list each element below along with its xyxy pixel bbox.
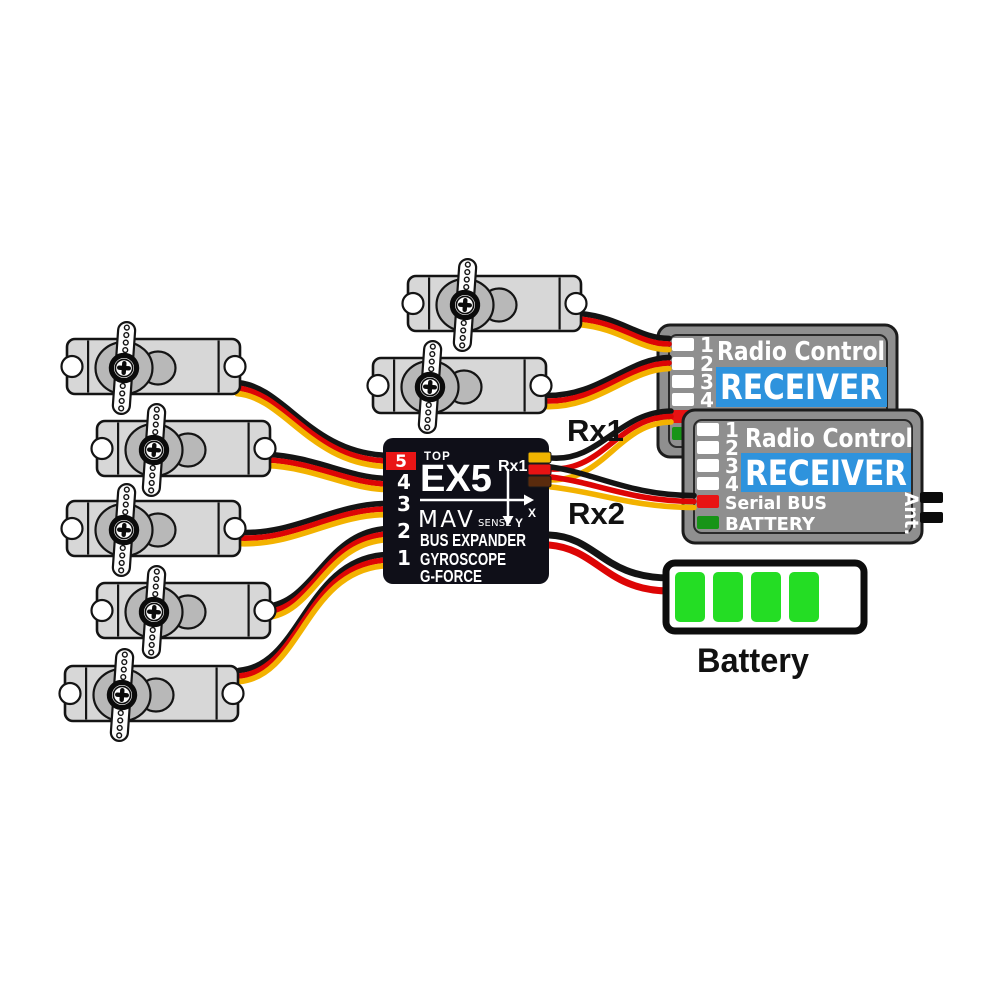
ex5-module: 5 4 3 2 1 TOP EX5 Rx1 X Y MAV SENSE BUS …	[383, 438, 552, 586]
channel-number: 1	[700, 333, 714, 357]
channel-port-1	[672, 338, 694, 351]
ex5-port-number: 5	[395, 452, 407, 472]
receiver-band	[741, 453, 911, 492]
receiver-type: RECEIVER	[745, 454, 907, 494]
ex5-feature: GYROSCOPE	[420, 549, 506, 569]
channel-port-1	[697, 423, 719, 436]
ex5-feature: BUS EXPANDER	[420, 530, 526, 550]
ex5-brand-suffix: SENSE	[478, 518, 512, 529]
ex5-model: EX5	[420, 458, 492, 500]
channel-number: 4	[725, 472, 739, 496]
channel-port-3	[672, 375, 694, 388]
wire-rx2	[548, 464, 697, 511]
battery-indicator: Battery	[662, 559, 868, 680]
ex5-axis-x-label: X	[528, 506, 536, 520]
battery-bar	[713, 572, 743, 622]
serial-bus-port	[697, 495, 719, 508]
channel-number: 2	[700, 352, 714, 376]
serial-bus-label: Serial BUS	[725, 493, 827, 514]
ex5-port-number: 2	[397, 519, 411, 543]
wire-servo4-to-ex5	[266, 528, 388, 617]
channel-number: 1	[725, 418, 739, 442]
ex5-port-number: 3	[397, 492, 411, 516]
wire-strand-black	[545, 531, 674, 582]
receiver-panel	[693, 419, 913, 534]
ex5-port-number: 1	[397, 546, 411, 570]
battery-label: Battery	[697, 642, 809, 680]
servo-top-2	[368, 340, 552, 434]
battery-bar	[675, 572, 705, 622]
receiver-front: 1 2 3 4 Radio Control RECEIVER Serial BU…	[681, 408, 943, 545]
wire-topservo2-to-receiver	[545, 357, 669, 406]
ex5-port-number: 4	[397, 470, 411, 494]
battery-port-label: BATTERY	[725, 514, 816, 535]
ex5-y-axis-arrow	[502, 516, 514, 526]
channel-number: 2	[725, 436, 739, 460]
wire-strand-black	[548, 408, 674, 461]
servo-left-2	[92, 403, 276, 497]
wire-strand-red	[548, 474, 697, 505]
channel-port-2	[672, 357, 694, 370]
rx2-label: Rx2	[568, 496, 625, 531]
wire-strand-red	[545, 541, 674, 595]
servo-left-4	[92, 565, 276, 659]
battery-bar	[751, 572, 781, 622]
servo-left-5	[60, 648, 244, 742]
ex5-feature: G-FORCE	[420, 566, 482, 586]
ex5-port5-badge	[386, 452, 416, 470]
receiver-type: RECEIVER	[720, 368, 882, 408]
ex5-top-marking: TOP	[424, 451, 451, 463]
ex5-axis-y-label: Y	[515, 516, 523, 530]
ex5-rx1-label: Rx1	[498, 458, 527, 475]
wire-topservo1-to-receiver	[579, 313, 669, 349]
ex5-pin-red	[527, 463, 552, 476]
servo-left-1	[62, 321, 246, 415]
receiver-title: Radio Control	[745, 424, 913, 454]
channel-number: 3	[725, 454, 739, 478]
channel-port-2	[697, 441, 719, 454]
ex5-x-axis-arrow	[524, 494, 534, 506]
battery-bar	[789, 572, 819, 622]
wire-strand-black	[548, 464, 697, 499]
ex5-pin-yellow	[527, 451, 552, 464]
rx1-label: Rx1	[567, 413, 624, 448]
channel-number: 4	[700, 388, 714, 412]
ex5-pin-brown	[527, 475, 552, 488]
channel-port-4	[697, 477, 719, 490]
ex5-brand: MAV	[418, 507, 475, 533]
channel-port-4	[672, 393, 694, 406]
antenna-stub	[920, 512, 943, 523]
antenna-stub	[920, 492, 943, 503]
channel-port-3	[697, 459, 719, 472]
antenna-label: Ant.	[900, 492, 921, 535]
servo-left-3	[62, 483, 246, 577]
wire-battery	[545, 531, 674, 595]
battery-port	[697, 516, 719, 529]
channel-number: 3	[700, 370, 714, 394]
servo-top-1	[403, 258, 587, 352]
receiver-title: Radio Control	[717, 337, 885, 367]
wire-strand-yellow	[548, 484, 697, 511]
receiver-band	[716, 367, 887, 407]
